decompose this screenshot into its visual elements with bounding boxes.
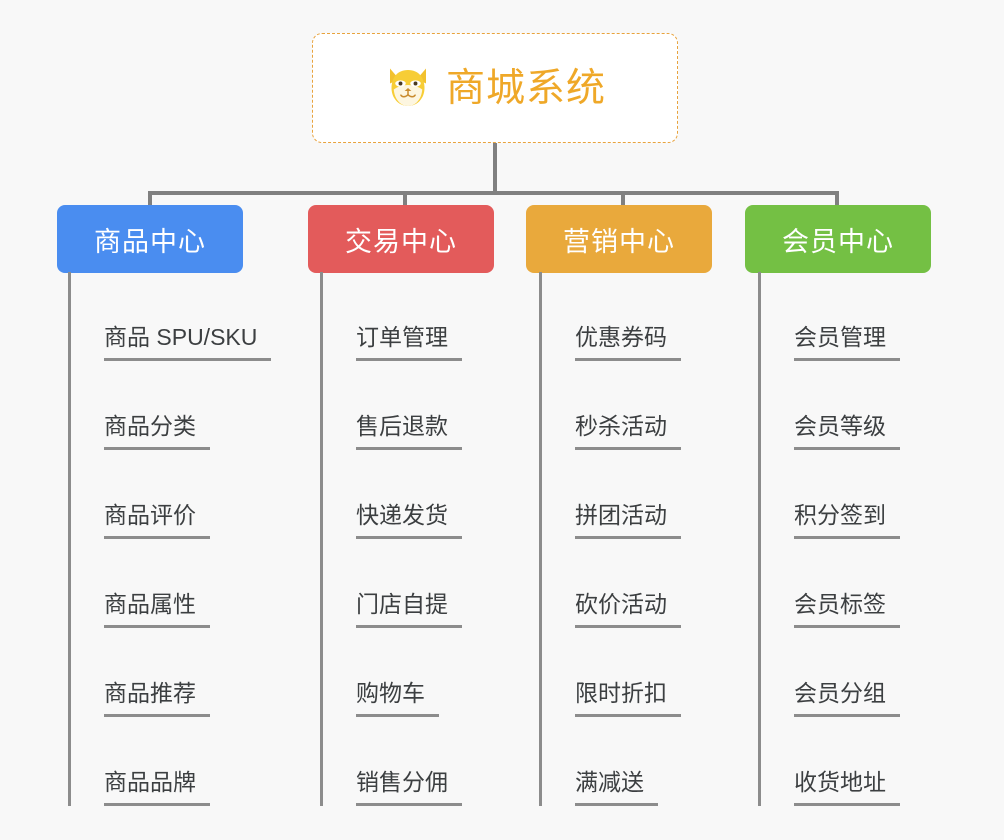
category-header-label: 会员中心 bbox=[782, 226, 894, 257]
leaf-item[interactable]: 收货地址 bbox=[758, 717, 900, 806]
leaf-item[interactable]: 限时折扣 bbox=[539, 628, 681, 717]
root-node[interactable]: 商城系统 bbox=[312, 33, 678, 143]
leaf-item-label: 订单管理 bbox=[356, 323, 462, 361]
leaf-item-label: 售后退款 bbox=[356, 412, 462, 450]
leaf-item[interactable]: 商品品牌 bbox=[68, 717, 271, 806]
leaf-item-label: 快递发货 bbox=[356, 501, 462, 539]
category-header-1[interactable]: 商品中心 bbox=[57, 205, 243, 273]
category-header-2[interactable]: 交易中心 bbox=[308, 205, 494, 273]
category-header-label: 交易中心 bbox=[345, 226, 457, 257]
leaf-item-label: 商品 SPU/SKU bbox=[104, 323, 272, 361]
leaf-column-2: 订单管理售后退款快递发货门店自提购物车销售分佣 bbox=[320, 272, 462, 806]
leaf-item[interactable]: 会员管理 bbox=[758, 272, 900, 361]
leaf-item[interactable]: 订单管理 bbox=[320, 272, 462, 361]
leaf-item-label: 商品评价 bbox=[104, 501, 210, 539]
leaf-item-label: 销售分佣 bbox=[356, 768, 462, 806]
leaf-item[interactable]: 商品分类 bbox=[68, 361, 271, 450]
leaf-item[interactable]: 优惠券码 bbox=[539, 272, 681, 361]
category-header-label: 营销中心 bbox=[563, 226, 675, 257]
leaf-item-label: 秒杀活动 bbox=[575, 412, 681, 450]
leaf-item[interactable]: 门店自提 bbox=[320, 539, 462, 628]
leaf-item-label: 会员标签 bbox=[794, 590, 900, 628]
leaf-item-label: 收货地址 bbox=[794, 768, 900, 806]
leaf-item[interactable]: 会员分组 bbox=[758, 628, 900, 717]
leaf-item[interactable]: 购物车 bbox=[320, 628, 462, 717]
connector-drop-4 bbox=[835, 191, 839, 205]
category-header-label: 商品中心 bbox=[94, 226, 206, 257]
leaf-item-label: 砍价活动 bbox=[575, 590, 681, 628]
leaf-item[interactable]: 会员等级 bbox=[758, 361, 900, 450]
leaf-column-4: 会员管理会员等级积分签到会员标签会员分组收货地址 bbox=[758, 272, 900, 806]
leaf-item[interactable]: 商品评价 bbox=[68, 450, 271, 539]
root-title: 商城系统 bbox=[445, 66, 606, 110]
leaf-item[interactable]: 秒杀活动 bbox=[539, 361, 681, 450]
leaf-item-label: 会员分组 bbox=[794, 679, 900, 717]
leaf-item[interactable]: 拼团活动 bbox=[539, 450, 681, 539]
leaf-item-label: 拼团活动 bbox=[575, 501, 681, 539]
leaf-column-1: 商品 SPU/SKU 商品分类商品评价商品属性商品推荐商品品牌 bbox=[68, 272, 272, 806]
leaf-item[interactable]: 砍价活动 bbox=[539, 539, 681, 628]
leaf-item[interactable]: 会员标签 bbox=[758, 539, 900, 628]
leaf-item-label: 限时折扣 bbox=[575, 679, 681, 717]
leaf-item[interactable]: 商品推荐 bbox=[68, 628, 271, 717]
leaf-item-label: 会员管理 bbox=[794, 323, 900, 361]
leaf-item-label: 积分签到 bbox=[794, 501, 900, 539]
leaf-item-label: 门店自提 bbox=[356, 590, 462, 628]
leaf-item-label: 商品属性 bbox=[104, 590, 210, 628]
leaf-item-label: 商品品牌 bbox=[104, 768, 210, 806]
leaf-column-3: 优惠券码秒杀活动拼团活动砍价活动限时折扣满减送 bbox=[539, 272, 681, 806]
connector-drop-1 bbox=[148, 191, 152, 205]
category-header-3[interactable]: 营销中心 bbox=[526, 205, 712, 273]
leaf-item[interactable]: 商品属性 bbox=[68, 539, 271, 628]
column-spine bbox=[539, 272, 542, 806]
shiba-dog-face-icon bbox=[389, 68, 426, 106]
leaf-item[interactable]: 销售分佣 bbox=[320, 717, 462, 806]
connector-drop-3 bbox=[621, 191, 625, 205]
connector-root-stem bbox=[493, 143, 497, 193]
leaf-item-label: 购物车 bbox=[356, 679, 439, 717]
leaf-item-label: 商品分类 bbox=[104, 412, 210, 450]
leaf-item[interactable]: 快递发货 bbox=[320, 450, 462, 539]
leaf-item-label: 满减送 bbox=[575, 768, 658, 806]
column-spine bbox=[758, 272, 761, 806]
leaf-item-label: 会员等级 bbox=[794, 412, 900, 450]
leaf-item[interactable]: 商品 SPU/SKU bbox=[68, 272, 272, 361]
category-header-4[interactable]: 会员中心 bbox=[745, 205, 931, 273]
leaf-item-label: 商品推荐 bbox=[104, 679, 210, 717]
leaf-item[interactable]: 售后退款 bbox=[320, 361, 462, 450]
connector-drop-2 bbox=[403, 191, 407, 205]
leaf-item[interactable]: 积分签到 bbox=[758, 450, 900, 539]
leaf-item[interactable]: 满减送 bbox=[539, 717, 681, 806]
column-spine bbox=[320, 272, 323, 806]
leaf-item-label: 优惠券码 bbox=[575, 323, 681, 361]
connector-horizontal-bus bbox=[148, 191, 839, 195]
column-spine bbox=[68, 272, 71, 806]
